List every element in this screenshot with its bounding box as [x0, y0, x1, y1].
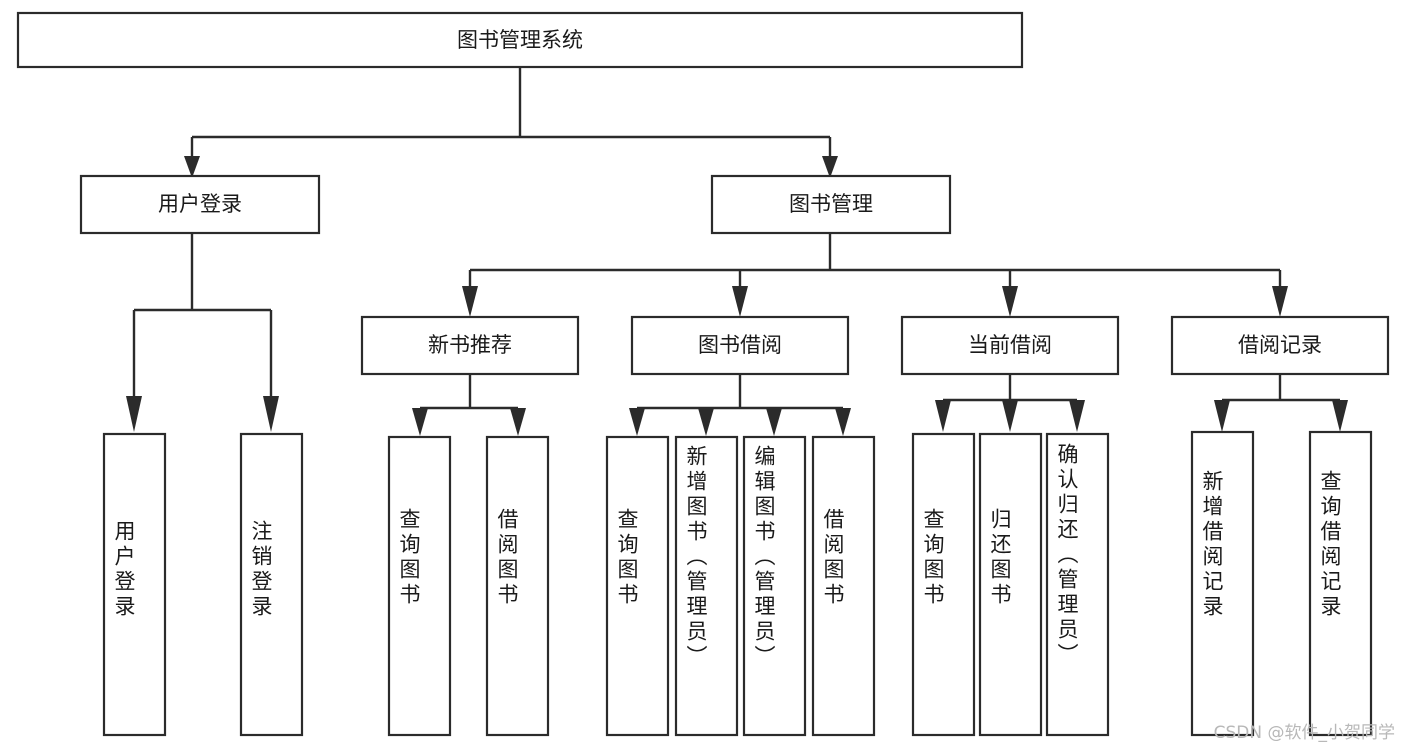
arrow-head-leaf-user-login	[126, 396, 142, 432]
leaf-box-confirm-return[interactable]	[1045, 432, 1110, 737]
arrow-head-leaf-add-book	[698, 408, 714, 436]
leaf-box-add-record[interactable]	[1190, 430, 1255, 737]
arrow-head-leaf-return-book	[1002, 400, 1018, 432]
arrow-head-new-book	[462, 286, 478, 317]
leaf-box-logout[interactable]	[239, 432, 304, 737]
leaf-box-query-book-3[interactable]	[911, 432, 976, 737]
node-new-book-box[interactable]	[360, 315, 580, 376]
node-user-login-label: 用户登录	[158, 192, 242, 216]
leaf-box-query-book-2[interactable]	[605, 435, 670, 737]
arrow-head-leaf-confirm-return	[1069, 400, 1085, 432]
arrow-head-borrow-record	[1272, 286, 1288, 317]
csdn-watermark: CSDN @软件_小贺同学	[1213, 723, 1395, 743]
node-user-login-box[interactable]	[79, 174, 321, 235]
leaf-box-query-record[interactable]	[1308, 430, 1373, 737]
node-current-borrow-box[interactable]	[900, 315, 1120, 376]
node-book-borrow-box[interactable]	[630, 315, 850, 376]
arrow-head-leaf-logout	[263, 396, 279, 432]
node-root-box[interactable]	[16, 11, 1024, 69]
node-book-borrow-label: 图书借阅	[698, 333, 782, 357]
arrow-head-current-borrow	[1002, 286, 1018, 317]
leaf-box-add-book[interactable]	[674, 435, 739, 737]
arrow-head-leaf-query-book-2	[629, 408, 645, 436]
leaf-box-edit-book[interactable]	[742, 435, 807, 737]
node-root-label: 图书管理系统	[457, 28, 583, 52]
leaf-box-query-book-1[interactable]	[387, 435, 452, 737]
arrow-head-leaf-borrow-book-1	[510, 408, 526, 436]
arrow-head-book-mgmt	[822, 156, 838, 178]
node-borrow-record-box[interactable]	[1170, 315, 1390, 376]
arrow-head-leaf-borrow-book-2	[835, 408, 851, 436]
arrow-head-leaf-query-book-3	[935, 400, 951, 432]
arrow-head-user-login	[184, 156, 200, 178]
arrow-head-leaf-edit-book	[766, 408, 782, 436]
node-current-borrow-label: 当前借阅	[968, 333, 1052, 357]
node-book-mgmt-box[interactable]	[710, 174, 952, 235]
node-new-book-label: 新书推荐	[428, 333, 512, 357]
leaf-box-user-login[interactable]	[102, 432, 167, 737]
leaf-box-return-book[interactable]	[978, 432, 1043, 737]
leaf-box-borrow-book-1[interactable]	[485, 435, 550, 737]
node-borrow-record-label: 借阅记录	[1238, 333, 1322, 357]
connector-group	[126, 67, 1348, 436]
arrow-head-leaf-query-record	[1332, 400, 1348, 432]
arrow-head-leaf-query-book-1	[412, 408, 428, 436]
arrow-head-book-borrow	[732, 286, 748, 317]
node-book-mgmt-label: 图书管理	[789, 192, 873, 216]
leaf-box-borrow-book-2[interactable]	[811, 435, 876, 737]
arrow-head-leaf-add-record	[1214, 400, 1230, 432]
